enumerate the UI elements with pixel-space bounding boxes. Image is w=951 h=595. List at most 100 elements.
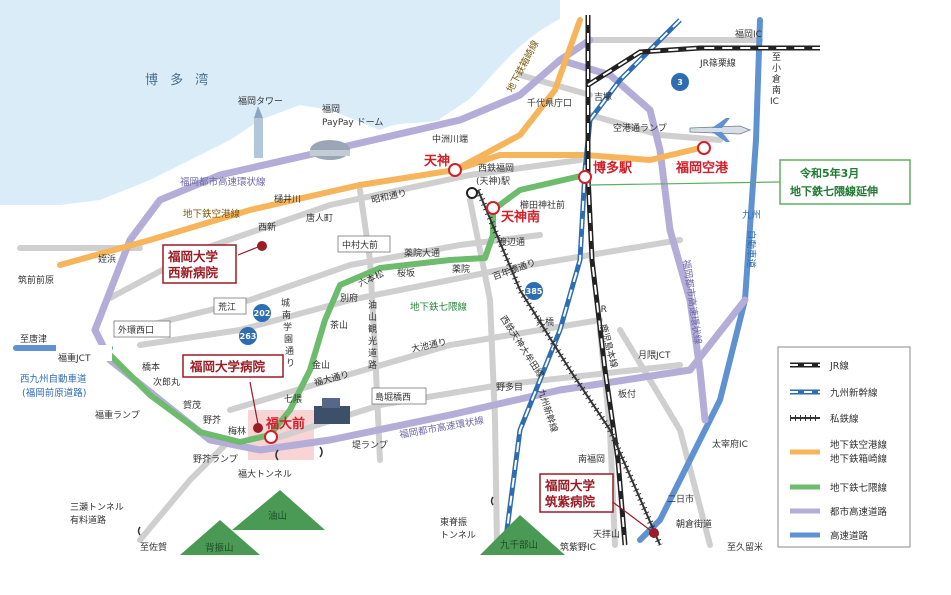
jonan-road-3: 学 (283, 321, 292, 333)
kyushu-shinkansen (502, 18, 682, 546)
hashimoto-label: 橋本 (142, 361, 160, 373)
ohashi-label: 大橋 (536, 316, 554, 328)
legend-shinkansen: 九州新幹線 (830, 387, 878, 399)
main-hospital-marker (253, 423, 263, 433)
route-385-marker (525, 282, 543, 300)
nishitetsu-fukuoka-2: (天神)駅 (476, 175, 510, 187)
yakuin-odori-label: 薬院大通 (404, 247, 440, 259)
itazuke-label: 板付 (618, 388, 636, 400)
tojinmachi-label: 唐人町 (306, 212, 333, 224)
to-kokura-2: 小 (772, 63, 781, 74)
kyushu-expressway-label-1: 九州 (742, 209, 761, 221)
tenjin-label: 天神 (424, 153, 450, 169)
legend-nanakuma: 地下鉄七隈線 (830, 482, 888, 494)
shiobaru-box (371, 387, 427, 405)
shoreline (439, 19, 561, 121)
hakata-bay (0, 0, 560, 205)
tenjin-station-marker (448, 163, 462, 177)
fukudai-tunnel-label: 福大トンネル (238, 468, 292, 480)
to-karatsu-label: 至唐津 (20, 333, 47, 345)
fukudai-dori-label: 福大通り (313, 368, 351, 389)
kanayama-label: 金山 (312, 359, 330, 371)
kashii-label: 樋井川 (274, 193, 301, 205)
yoshizuka-label: 吉塚 (594, 92, 612, 103)
nishijin-label: 西新 (258, 221, 276, 233)
callout-line2: 地下鉄七隈線延伸 (790, 184, 878, 198)
extension-callout-leader (589, 181, 781, 186)
route-markers: 3 202 263 385 (239, 73, 689, 345)
legend-subway-1: 地下鉄空港線 (830, 439, 888, 451)
seburi-label: 背振山 (205, 542, 234, 554)
fukuoka-ic-label: 福岡IC (735, 28, 762, 40)
aburayama-mountain (232, 490, 325, 530)
umebayashi-label: 梅林 (228, 425, 246, 437)
jonan-road-2: 南 (282, 309, 291, 321)
hospital-boxes (162, 244, 614, 513)
nakasu-label: 中洲川端 (432, 133, 468, 145)
nanakuma-label: 七隈 (284, 394, 302, 405)
nishi-kyushu-label-2: (福岡前原道路) (22, 387, 86, 399)
tenpaizan-label: 天拝山 (593, 528, 620, 540)
nanakuma-line-label: 地下鉄七隈線 (410, 301, 468, 313)
city-hwy-east-label: 福岡都市高速環状線 (680, 259, 704, 346)
kushida-label: 櫛田神社前 (520, 199, 565, 211)
fukushige-ramp-label: 福重ランプ (95, 409, 140, 421)
noke-ramp-label: 野芥ランプ (193, 454, 238, 465)
to-saga-label: 至佐賀 (140, 541, 167, 553)
dazaifu-ic-label: 太宰府IC (712, 438, 748, 450)
legend-box (777, 346, 911, 548)
tenjin-minami-label: 天神南 (501, 209, 540, 225)
main-hospital-label: 福岡大学病院 (189, 359, 266, 374)
fukuoka-tower-icon (254, 106, 263, 158)
befu-label: 別府 (340, 292, 358, 304)
route-263-marker (239, 327, 257, 345)
route-263-label: 263 (240, 332, 257, 341)
tunnel-markers (137, 446, 494, 536)
fukuoka-airport-marker (697, 141, 711, 155)
fukuoka-tower-label: 福岡タワー (238, 95, 283, 107)
aburayama-road-6: 路 (368, 359, 377, 371)
dome-icon (310, 140, 350, 160)
route-3-label: 3 (677, 78, 683, 87)
jr-lines (585, 15, 820, 546)
dome-label-1: 福岡 (322, 103, 340, 115)
tenjin-minami-marker (486, 201, 500, 215)
legend-expressway: 高速道路 (830, 530, 869, 542)
route-3-marker (671, 73, 689, 91)
dome-label-2: PayPay ドーム (322, 117, 383, 128)
jonan-road-4: 園 (284, 334, 293, 345)
minami-fukuoka-label: 南福岡 (578, 453, 605, 465)
callout-line1: 令和5年3月 (799, 166, 859, 180)
jonan-road-5: 通 (285, 346, 294, 357)
yakuin-label: 薬院 (452, 263, 470, 275)
sanze-label-1: 三瀬トンネル (70, 501, 124, 513)
chikushi-hospital-box (539, 473, 614, 513)
airplane-icon (689, 118, 752, 142)
kukodori-label: 空港通ランプ (613, 122, 667, 134)
hospital-leaders (237, 246, 651, 531)
hospital-markers (253, 241, 659, 538)
legend-subway-2: 地下鉄箱崎線 (830, 453, 888, 465)
kusenbu-mountain (480, 515, 565, 555)
noke-label: 野芥 (203, 415, 221, 426)
city-hwy-north-label: 福岡都市高速環状線 (180, 176, 266, 188)
jr-sasaguri-label: JR篠栗線 (699, 57, 736, 69)
route-202-label: 202 (254, 309, 271, 318)
asakura-label: 朝倉街道 (676, 518, 712, 530)
kyushu-expressway-label-2: 自動車道 (745, 230, 757, 269)
aburayama-road-3: 観 (368, 323, 377, 335)
watanabe-label: 渡辺通 (498, 236, 525, 248)
to-kokura-4: 南 (772, 84, 781, 96)
to-kokura-5: IC (770, 97, 779, 107)
notame-label: 野多目 (496, 381, 523, 393)
nakamura-label: 中村大前 (342, 239, 378, 251)
kamo-label: 賀茂 (183, 399, 201, 411)
jonan-road-1: 城 (281, 298, 290, 309)
nishitetsu-line (475, 188, 663, 547)
to-kurume-label: 至久留米 (727, 541, 763, 553)
fukushige-jct-label: 福重JCT (58, 352, 91, 364)
higashi-label-2: トンネル (440, 530, 476, 541)
legend-city-hwy: 都市高速道路 (830, 506, 888, 518)
arae-label: 荒江 (218, 302, 236, 313)
legend-private: 私鉄線 (830, 413, 859, 425)
